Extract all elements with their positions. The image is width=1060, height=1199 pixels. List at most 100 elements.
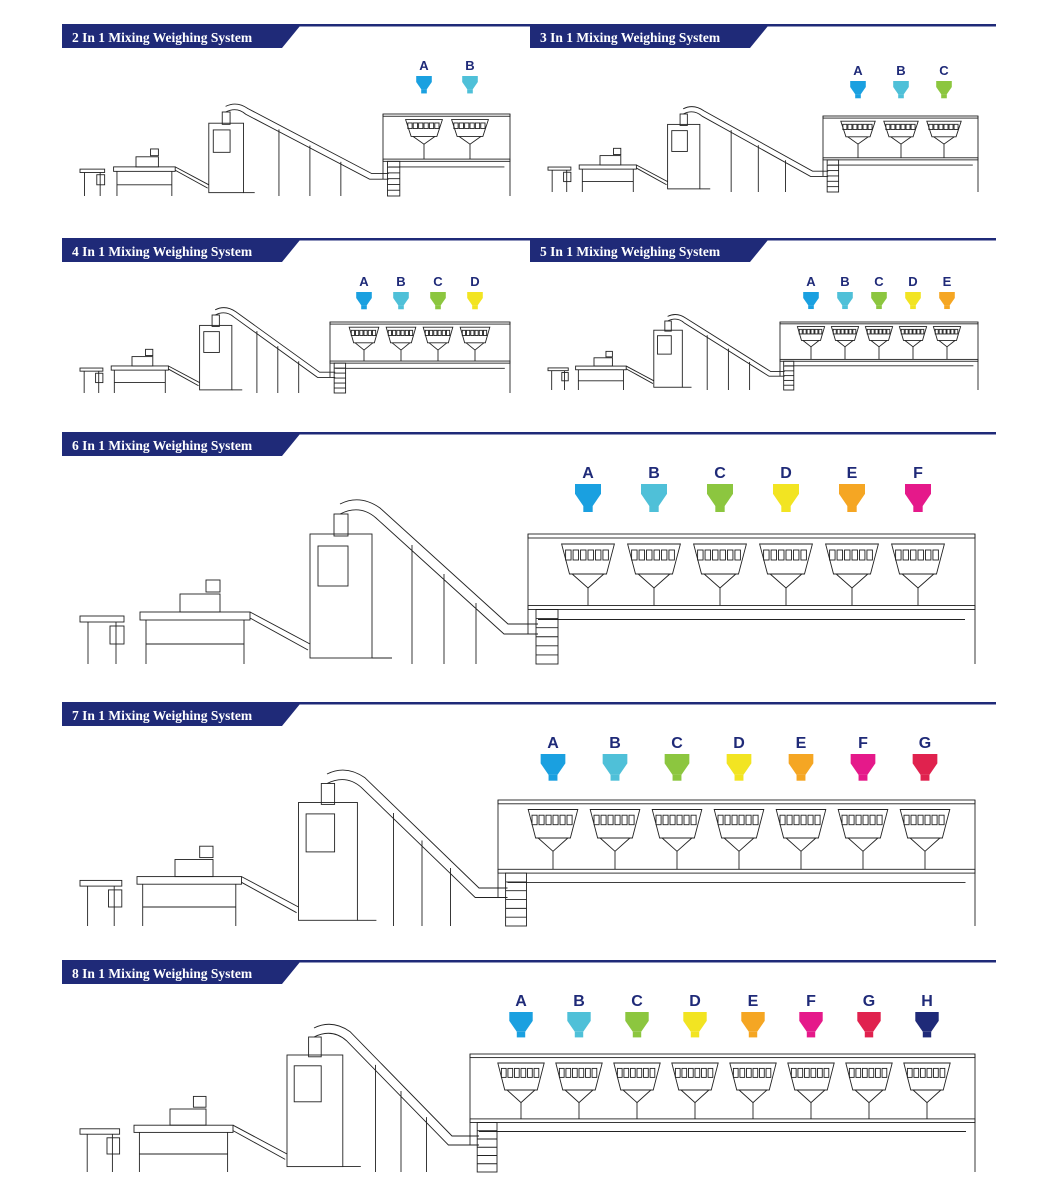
hopper-label: C [874, 274, 884, 289]
hopper-spout [898, 94, 904, 99]
multihead-weigher [459, 326, 491, 362]
checkweigher-display [605, 350, 613, 358]
multihead-weigher [787, 1062, 835, 1119]
hopper-d: D [759, 465, 813, 606]
hopper-d: D [671, 993, 719, 1119]
feed-hopper-icon [664, 754, 690, 775]
system-title: 3 In 1 Mixing Weighing System [540, 30, 721, 45]
multihead-weigher [926, 120, 962, 158]
hopper-label: E [796, 735, 807, 752]
header-rule [62, 238, 532, 241]
hopper-c: C [613, 993, 661, 1119]
weigher-platform-deck [527, 605, 976, 610]
checkweigher-display [199, 845, 214, 859]
checkweigher-conveyor [136, 876, 242, 885]
feed-hopper-icon [741, 1012, 765, 1032]
hopper-spout [842, 305, 848, 310]
vffs-packing-machine [653, 329, 683, 388]
hopper-label: C [631, 993, 643, 1010]
header-rule [62, 24, 532, 27]
hopper-b: B [627, 465, 681, 606]
hopper-label: A [359, 274, 369, 289]
feed-hopper-icon [467, 292, 483, 306]
hopper-label: G [919, 735, 931, 752]
multihead-weigher [589, 809, 641, 870]
hopper-label: D [908, 274, 917, 289]
feed-hopper-icon [893, 81, 909, 95]
bucket-elevator [326, 769, 508, 889]
hopper-f: F [787, 993, 835, 1119]
packing-line-drawing [79, 103, 511, 197]
system-title: 6 In 1 Mixing Weighing System [72, 438, 253, 453]
hopper-label: C [939, 63, 949, 78]
vffs-packing-machine [298, 802, 358, 921]
header-rule [530, 24, 996, 27]
weigher-platform-top [822, 115, 979, 119]
hopper-spout [574, 1031, 584, 1038]
multihead-weigher [932, 326, 962, 360]
hopper-label: G [863, 993, 875, 1010]
multihead-weigher [651, 809, 703, 870]
feed-hopper-icon [773, 484, 799, 506]
multihead-weigher [903, 1062, 951, 1119]
multihead-weigher [883, 120, 919, 158]
hopper-spout [808, 305, 814, 310]
weigher-platform-top [527, 533, 976, 539]
feed-hopper-icon [857, 1012, 881, 1032]
rotary-table [547, 166, 572, 171]
hopper-spout [472, 305, 478, 310]
feed-hopper-icon [683, 1012, 707, 1032]
weigher-platform-deck [822, 157, 979, 161]
weigher-platform-deck [497, 868, 976, 874]
weigher-platform-deck [382, 158, 511, 162]
hopper-label: B [840, 274, 849, 289]
hopper-label: C [433, 274, 443, 289]
hopper-spout [690, 1031, 700, 1038]
hopper-b: B [555, 993, 603, 1119]
weigher-platform-top [329, 321, 511, 325]
multihead-weigher [555, 1062, 603, 1119]
vffs-packing-machine [286, 1054, 344, 1168]
feed-hopper-icon [567, 1012, 591, 1032]
vffs-packing-machine [199, 324, 233, 391]
packing-line-drawing [79, 499, 976, 665]
hopper-label: D [470, 274, 479, 289]
weigher-platform-deck [779, 358, 979, 362]
hopper-c: C [926, 63, 962, 158]
hopper-spout [748, 1031, 758, 1038]
multihead-weigher [527, 809, 579, 870]
weigher-platform-deck [469, 1118, 976, 1123]
hopper-label: D [780, 465, 792, 482]
output-conveyor [168, 365, 200, 383]
system-title: 4 In 1 Mixing Weighing System [72, 244, 253, 259]
multihead-weigher [497, 1062, 545, 1119]
hopper-spout [421, 89, 427, 94]
hopper-label: A [582, 465, 594, 482]
forming-tube [679, 113, 688, 126]
multihead-weigher [899, 809, 951, 870]
hopper-spout [941, 94, 947, 99]
checkweigher-display [613, 147, 622, 156]
hopper-g: G [845, 993, 893, 1119]
title-tab [62, 26, 300, 48]
multihead-weigher [348, 326, 380, 362]
hopper-spout [398, 305, 404, 310]
feed-hopper-icon [393, 292, 409, 306]
hopper-spout [806, 1031, 816, 1038]
hopper-label: A [419, 58, 429, 73]
rotary-table [79, 615, 125, 623]
feed-hopper-icon [799, 1012, 823, 1032]
hopper-spout [361, 305, 367, 310]
hopper-a: A [497, 993, 545, 1119]
multihead-weigher [671, 1062, 719, 1119]
hopper-a: A [840, 63, 876, 158]
multihead-weigher [840, 120, 876, 158]
hopper-a: A [796, 274, 826, 360]
multihead-weigher [422, 326, 454, 362]
feed-hopper-icon [707, 484, 733, 506]
hopper-f: F [891, 465, 945, 606]
hopper-g: G [899, 735, 951, 870]
multihead-weigher [775, 809, 827, 870]
multihead-weigher [898, 326, 928, 360]
hopper-c: C [693, 465, 747, 606]
